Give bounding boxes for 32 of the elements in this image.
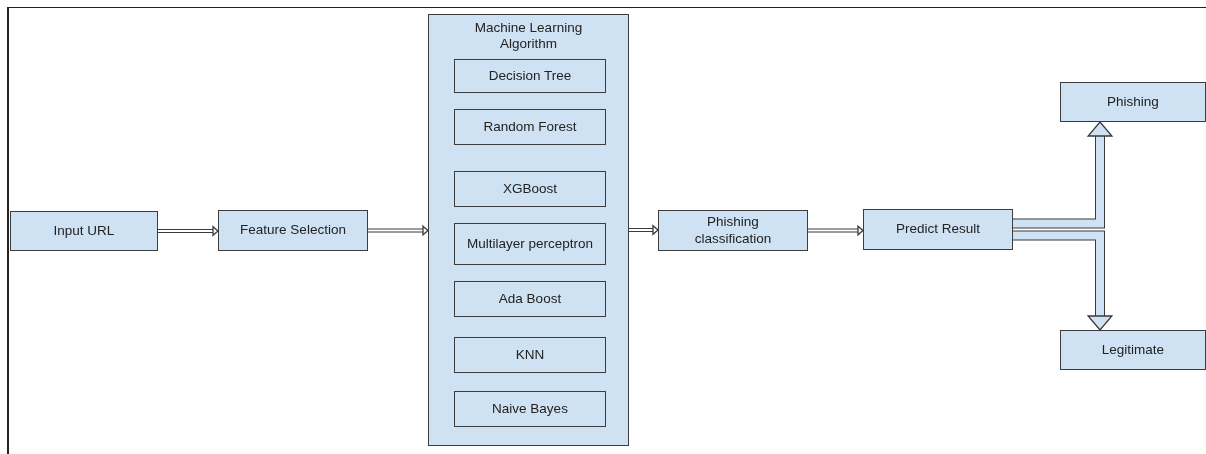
process-box xyxy=(658,210,808,251)
box-label: XGBoost xyxy=(503,180,557,198)
process-box xyxy=(863,209,1013,250)
box-label: KNN xyxy=(515,346,545,364)
box-label: Phishing classification xyxy=(693,214,773,247)
process-box xyxy=(454,391,606,427)
group-box xyxy=(428,14,629,446)
box-label: Legitimate xyxy=(1101,341,1165,359)
process-box xyxy=(218,210,368,251)
process-box xyxy=(454,281,606,317)
box-label: Random Forest xyxy=(483,118,577,136)
arrow xyxy=(157,225,219,237)
box-label: Decision Tree xyxy=(488,67,572,85)
process-box xyxy=(454,171,606,207)
box-label: Input URL xyxy=(53,222,115,240)
box-label: Phishing xyxy=(1107,93,1159,111)
box-label: Ada Boost xyxy=(498,290,562,308)
arrow xyxy=(628,224,659,236)
process-box xyxy=(454,59,606,93)
arrow xyxy=(367,224,429,237)
arrow xyxy=(807,224,864,237)
box-label: Multilayer perceptron xyxy=(466,235,594,253)
arrow xyxy=(1013,230,1114,331)
box-label: Naive Bayes xyxy=(492,400,568,418)
arrow xyxy=(1013,121,1114,229)
process-box xyxy=(10,211,158,251)
process-box xyxy=(454,223,606,265)
box-label: Predict Result xyxy=(895,221,980,238)
group-title: Machine Learning Algorithm xyxy=(473,20,584,53)
process-box xyxy=(454,337,606,373)
box-label: Feature Selection xyxy=(240,222,346,239)
process-box xyxy=(454,109,606,145)
